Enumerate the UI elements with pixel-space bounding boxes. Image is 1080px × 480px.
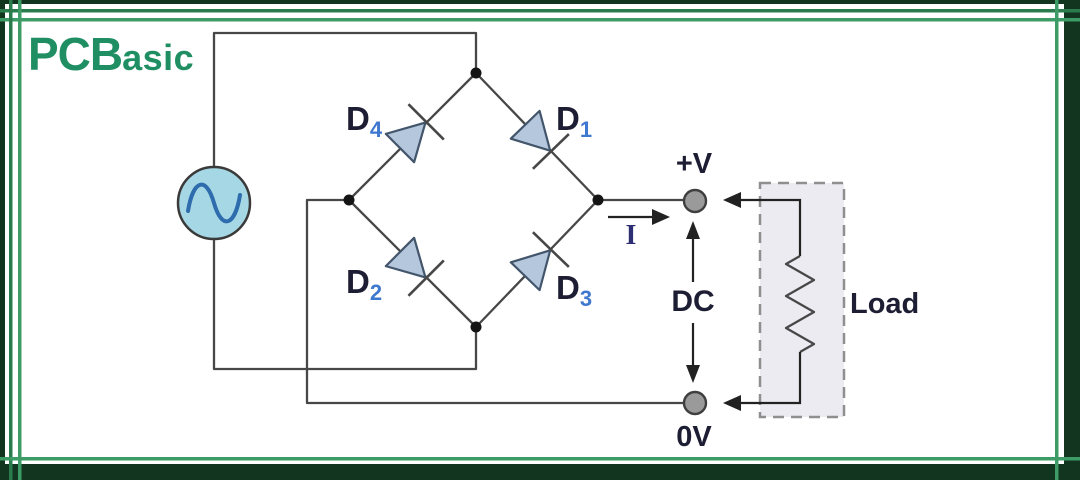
current-label: I [626,220,637,251]
diode-d2-label: D2 [346,263,382,305]
load-bottom-arrow-icon [723,395,741,411]
node-left [343,194,355,206]
frame-pinstripe [0,9,1080,13]
frame-pinstripe [9,0,13,480]
diode-d1-label: D1 [556,100,592,142]
load-resistor [784,255,816,353]
diode-d4-label: D4 [346,100,383,142]
current-arrow [608,209,670,225]
load-top-wire [739,198,802,256]
diode-d3-label: D3 [556,269,592,311]
diode-d2 [384,236,445,297]
frame-right-band [1064,0,1080,480]
load-bottom-wire [739,352,802,405]
dc-up-arrow-icon [686,221,700,239]
current-arrow-icon [652,209,670,225]
negative-terminal-label: 0V [676,421,712,453]
dc-output-label: DC [671,285,714,318]
node-bottom [470,321,482,333]
load-top-arrow-icon [723,192,741,208]
diode-triangle [384,121,427,164]
load-circuit [723,192,816,411]
positive-terminal [682,188,708,214]
diode-cathode-bar [532,231,570,268]
ac-source [176,165,252,241]
frame-pinstripe [0,18,1080,22]
frame-pinstripe [1055,0,1059,480]
load-box [758,181,846,419]
node-right [592,194,604,206]
diode-triangle [384,236,427,279]
junction-nodes [343,67,604,333]
frame-top-band [0,0,1080,4]
frame-pinstripe [0,457,1080,461]
dc-down-arrow-icon [686,365,700,383]
diode-d1 [509,109,570,170]
frame-left-band [0,0,5,480]
diode-d4 [384,103,445,164]
frame-pinstripe [18,0,22,480]
dc-span-arrows [686,221,700,383]
positive-terminal-label: +V [676,148,713,180]
wire-negative-rail [305,198,684,405]
diode-triangle [509,249,552,292]
node-top [470,67,482,79]
sine-wave-icon [186,182,242,224]
logo-suffix: asic [122,37,194,78]
diode-triangle [509,109,552,152]
wire-ac-bottom [212,238,478,371]
diode-cathode-bar [407,103,445,141]
diode-d3 [509,231,570,292]
negative-terminal [682,390,708,416]
logo-prefix: PCB [28,28,122,80]
diode-cathode-bar [532,133,570,170]
wire-ac-top [212,31,478,168]
diode-cathode-bar [407,259,445,297]
pcbasic-logo: PCBasic [28,28,194,80]
load-label: Load [850,288,919,320]
frame-bottom-band [0,464,1080,480]
